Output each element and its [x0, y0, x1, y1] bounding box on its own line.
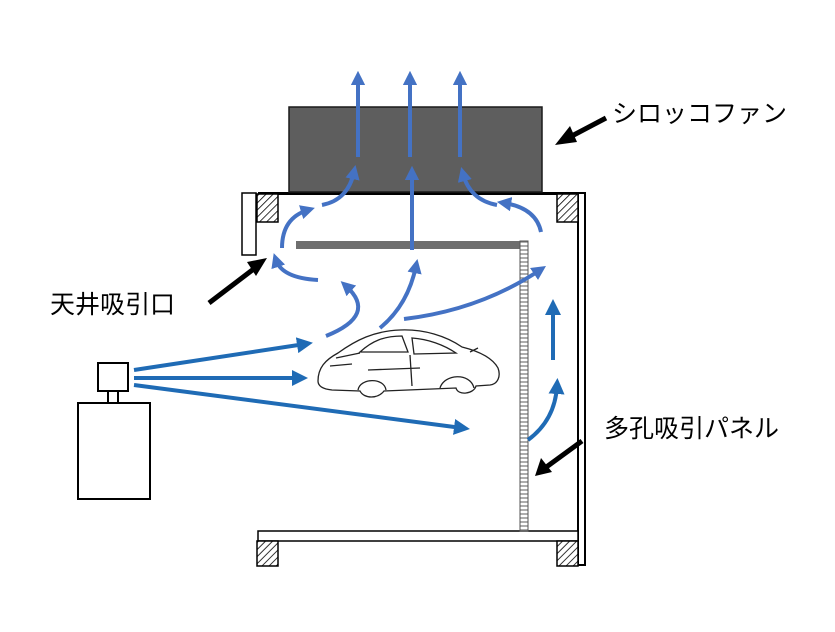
hatched-block-top-right [556, 193, 579, 223]
porous-panel-pointer-arrow [535, 438, 584, 476]
rise-arrow-car-right [403, 266, 546, 321]
porous-panel-label: 多孔吸引パネル [604, 414, 780, 443]
porous-panel [519, 240, 529, 532]
spray-gun-icon [77, 362, 151, 500]
spray-arrow-top [133, 337, 313, 372]
hatched-block-bottom-right [556, 540, 579, 567]
intake-return-arrow [271, 253, 319, 282]
pointer-arrows [207, 115, 608, 476]
rise-arrow-car-center [378, 258, 422, 330]
ceiling-arc-arrow-right [496, 197, 543, 233]
curl-arrow-left [321, 164, 360, 207]
fan-pointer-arrow [555, 115, 608, 145]
ceiling-intake-label: 天井吸引口 [50, 290, 176, 319]
spray-and-panel-arrows [133, 299, 565, 442]
sirocco-fan-box [288, 106, 543, 193]
spray-gun-head [97, 362, 129, 392]
spray-arrow-bottom [133, 383, 470, 435]
booth-floor [257, 530, 579, 542]
booth-right-wall [577, 192, 586, 566]
panel-arrow-curve [526, 378, 565, 442]
hatched-block-bottom-left [256, 540, 279, 567]
fan-label: シロッコファン [612, 99, 788, 128]
booth-top-beam [258, 192, 584, 195]
spray-gun-tank [77, 402, 151, 500]
airflow-arrows [271, 70, 546, 338]
curl-arrow-right [457, 167, 498, 207]
car-outline-icon [317, 329, 500, 398]
ceiling-intake-pointer-arrow [207, 258, 267, 305]
hatched-block-top-left [256, 193, 279, 223]
rise-arrow-car-left [325, 281, 361, 338]
ceiling-arc-arrow-left [280, 205, 315, 249]
left-wall-stub [241, 192, 257, 256]
spray-gun-neck [107, 390, 119, 404]
